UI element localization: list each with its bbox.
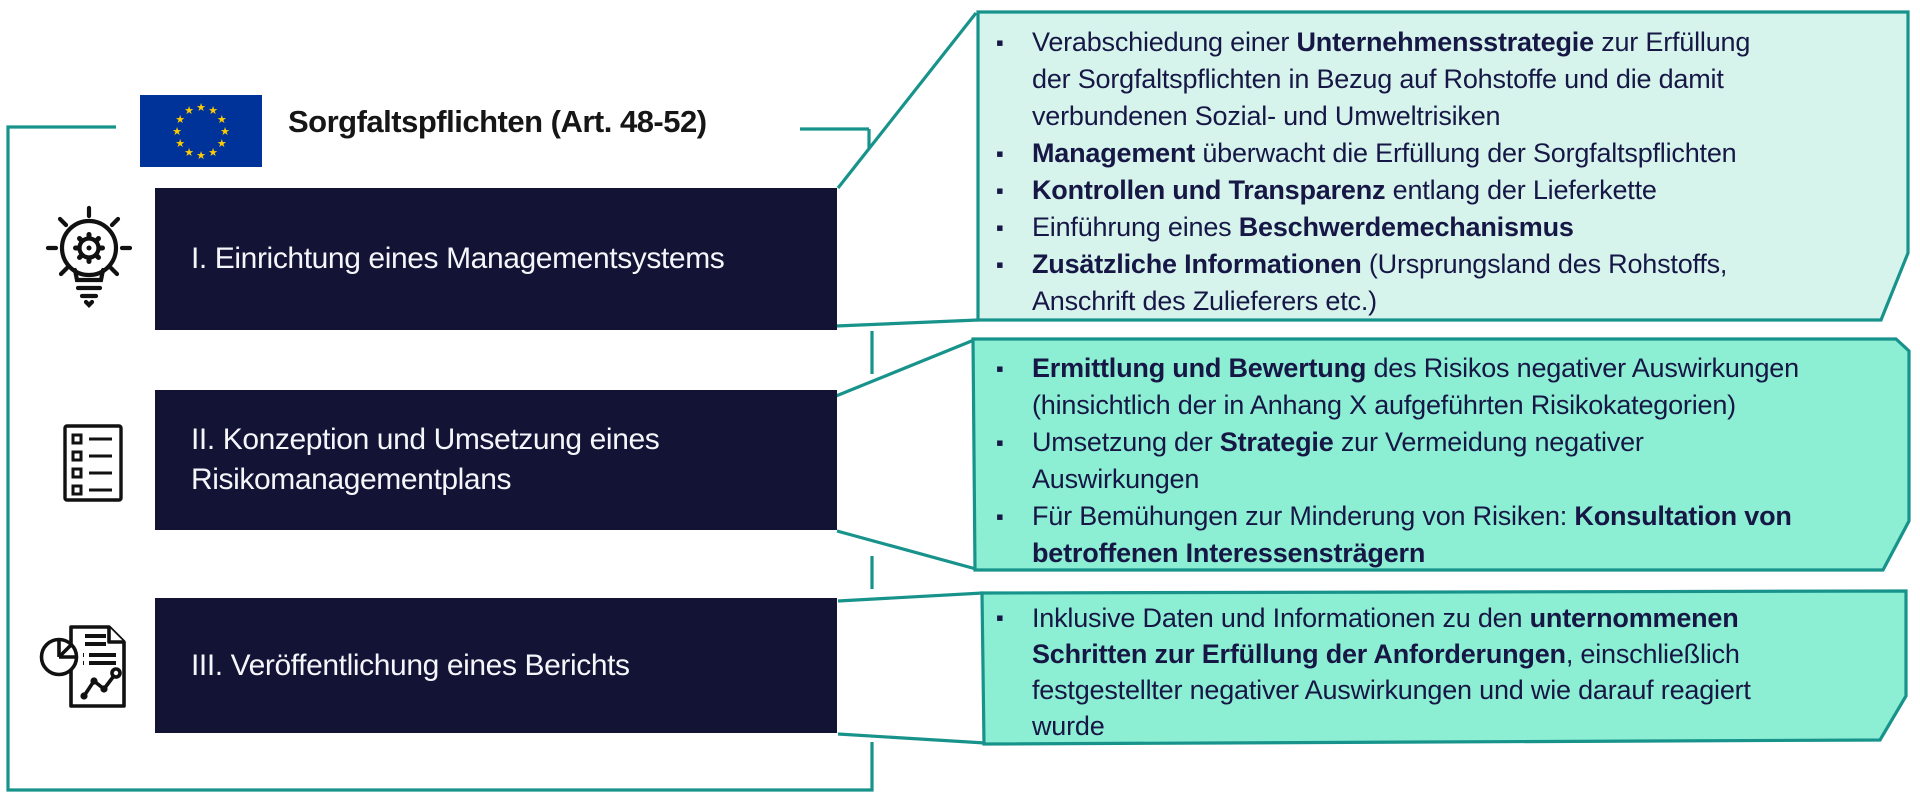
- svg-text:★: ★: [184, 105, 194, 117]
- svg-text:★: ★: [217, 138, 227, 150]
- bullet-item: ▪ Für Bemühungen zur Minderung von Risike…: [996, 498, 1896, 572]
- callout-box-1: [976, 10, 1910, 322]
- bullet-text: Einführung eines Beschwerdemechanismus: [1032, 212, 1574, 242]
- bullet-square-icon: ▪: [996, 252, 1004, 277]
- bullet-text: Management überwacht die Erfüllung der S…: [1032, 138, 1737, 168]
- step-box-risikomanagementplan: II. Konzeption und Umsetzung eines Risik…: [155, 390, 837, 530]
- svg-text:★: ★: [184, 147, 194, 159]
- bullet-square-icon: ▪: [996, 356, 1004, 381]
- eu-flag-icon: ★★★ ★★★ ★★★ ★★★: [140, 95, 262, 167]
- callout-3-bullet-list: ▪ Inklusive Daten und Informationen zu de…: [996, 600, 1886, 744]
- bullet-item: ▪ Management überwacht die Erfüllung der …: [996, 135, 1896, 172]
- bullet-square-icon: ▪: [996, 30, 1004, 55]
- funnel-2-bottom-line: [836, 529, 977, 571]
- callout-box-3: [980, 589, 1908, 746]
- svg-text:★: ★: [196, 150, 206, 162]
- callout-2-bullet-list: ▪ Ermittlung und Bewertung des Risikos ne…: [996, 350, 1896, 572]
- step-box-bericht: III. Veröffentlichung eines Berichts: [155, 598, 837, 733]
- lightbulb-gear-icon: [45, 205, 133, 308]
- bullet-text: Zusätzliche Informationen (Ursprungsland…: [1032, 249, 1728, 316]
- funnel-1-top-line: [836, 12, 978, 189]
- step-box-managementsystem: I. Einrichtung eines Managementsystems: [155, 188, 837, 330]
- svg-text:★: ★: [208, 105, 218, 117]
- bullet-square-icon: ▪: [996, 141, 1004, 166]
- bullet-square-icon: ▪: [996, 504, 1004, 529]
- diagram-title: Sorgfaltspflichten (Art. 48-52): [288, 104, 707, 139]
- title-connector-line: [800, 127, 871, 148]
- bullet-text: Ermittlung und Bewertung des Risikos neg…: [1032, 353, 1799, 420]
- bullet-item: ▪ Verabschiedung einer Unternehmensstrate…: [996, 24, 1896, 135]
- bullet-text: Verabschiedung einer Unternehmensstrateg…: [1032, 27, 1751, 131]
- bullet-square-icon: ▪: [996, 430, 1004, 455]
- step-1-label: I. Einrichtung eines Managementsystems: [191, 242, 725, 275]
- callout-1-bullet-list: ▪ Verabschiedung einer Unternehmensstrate…: [996, 24, 1896, 320]
- svg-text:★: ★: [175, 114, 185, 126]
- svg-text:★: ★: [220, 126, 230, 138]
- funnel-3-bottom-line: [837, 732, 986, 745]
- left-bracket-line: [6, 125, 874, 792]
- bullet-item: ▪ Ermittlung und Bewertung des Risikos ne…: [996, 350, 1896, 424]
- bullet-item: ▪ Zusätzliche Informationen (Ursprungslan…: [996, 246, 1896, 320]
- step-2-label: II. Konzeption und Umsetzung eines Risik…: [191, 423, 660, 496]
- bullet-square-icon: ▪: [996, 178, 1004, 203]
- callout-3-content: ▪ Inklusive Daten und Informationen zu de…: [996, 600, 1886, 744]
- bullet-item: ▪ Inklusive Daten und Informationen zu de…: [996, 600, 1886, 744]
- checklist-icon: [63, 424, 123, 502]
- bullet-square-icon: ▪: [996, 605, 1004, 630]
- bullet-text: Für Bemühungen zur Minderung von Risiken…: [1032, 501, 1792, 568]
- funnel-2-top-line: [835, 338, 975, 398]
- svg-text:★: ★: [196, 102, 206, 114]
- callout-2-content: ▪ Ermittlung und Bewertung des Risikos ne…: [996, 350, 1896, 572]
- bullet-item: ▪ Kontrollen und Transparenz entlang der …: [996, 172, 1896, 209]
- svg-text:★: ★: [172, 126, 182, 138]
- report-chart-icon: [39, 625, 126, 708]
- bullet-text: Umsetzung der Strategie zur Vermeidung n…: [1032, 427, 1644, 494]
- connector-lines: [6, 12, 986, 792]
- bullet-item: ▪ Einführung eines Beschwerdemechanismus: [996, 209, 1896, 246]
- bullet-square-icon: ▪: [996, 215, 1004, 240]
- step-3-label: III. Veröffentlichung eines Berichts: [191, 648, 630, 682]
- svg-text:★: ★: [208, 147, 218, 159]
- callout-1-content: ▪ Verabschiedung einer Unternehmensstrate…: [996, 24, 1896, 320]
- svg-text:★: ★: [217, 114, 227, 126]
- funnel-1-bottom-line: [835, 318, 979, 328]
- bullet-text: Inklusive Daten und Informationen zu den…: [1032, 603, 1751, 741]
- svg-text:★: ★: [175, 138, 185, 150]
- bullet-text: Kontrollen und Transparenz entlang der L…: [1032, 175, 1657, 205]
- funnel-3-top-line: [837, 591, 984, 603]
- eu-flag-stars: ★★★ ★★★ ★★★ ★★★: [172, 102, 230, 162]
- bullet-item: ▪ Umsetzung der Strategie zur Vermeidung …: [996, 424, 1896, 498]
